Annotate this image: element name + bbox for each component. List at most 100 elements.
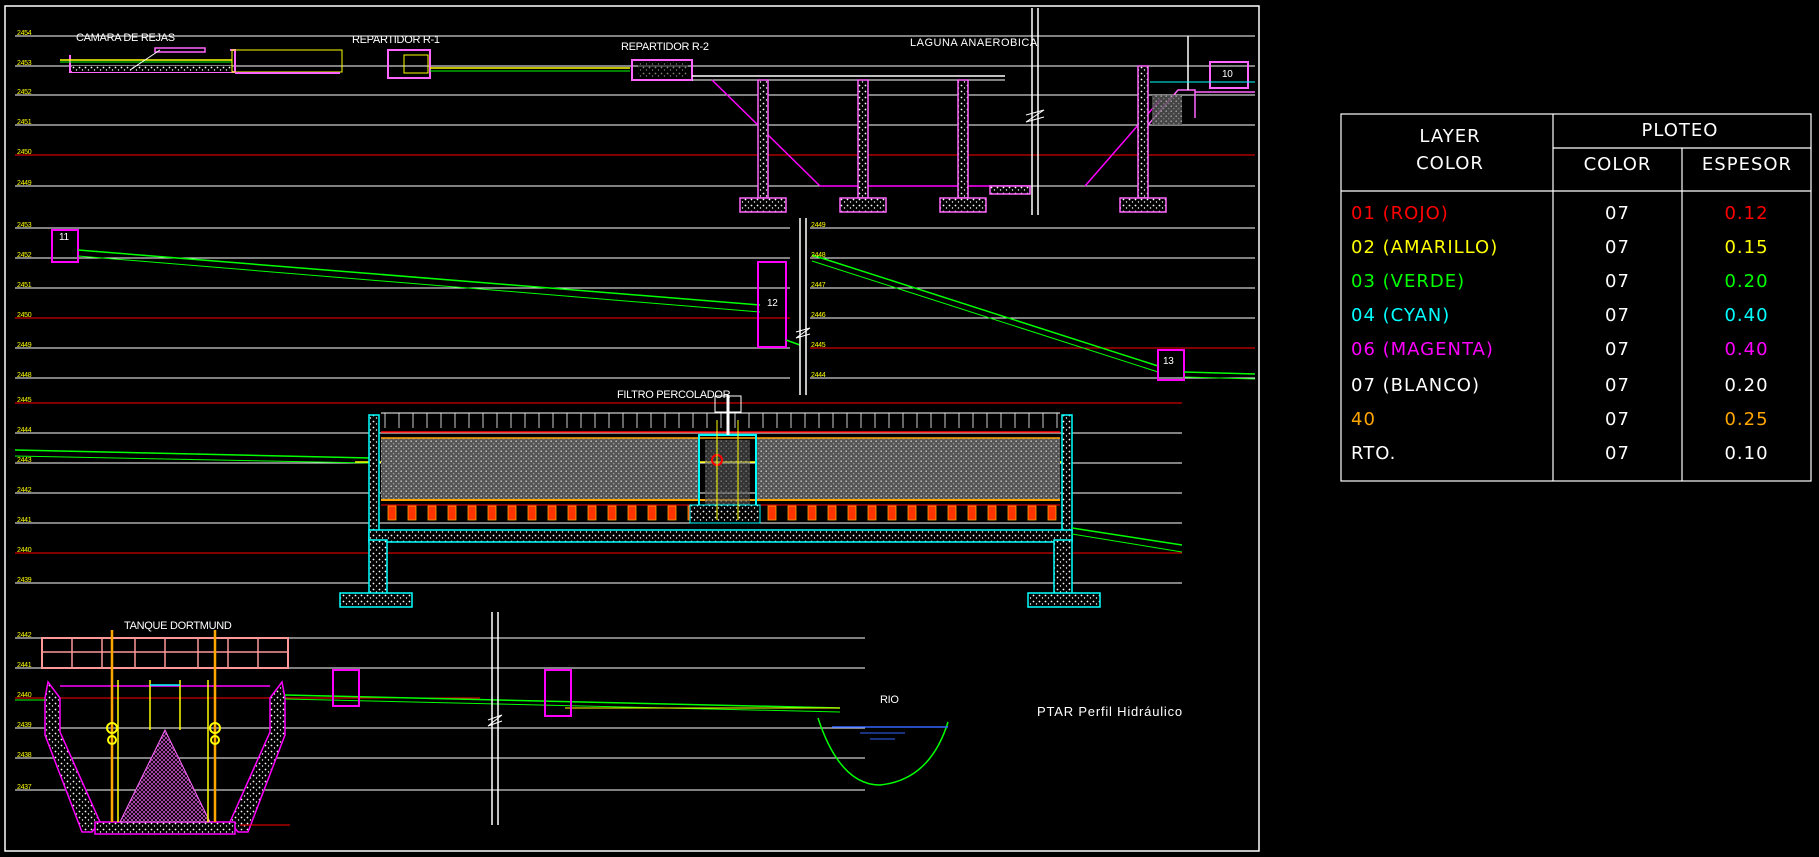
underdrain-block [967, 505, 977, 521]
elevation-label: 2440 [17, 692, 32, 699]
legend-layer-cell: 01 (ROJO) [1351, 203, 1449, 224]
elevation-label: 2452 [17, 252, 32, 259]
underdrain-block [1047, 505, 1057, 521]
elevation-label: 2451 [17, 119, 32, 126]
section-3-structures [14, 395, 1183, 608]
drawing-caption: PTAR Perfil Hidráulico [1037, 704, 1183, 719]
underdrain-block [447, 505, 457, 521]
section-4-grid [15, 637, 865, 791]
underdrain-block [827, 505, 837, 521]
underdrain-block [867, 505, 877, 521]
legend-espesor-cell: 0.20 [1724, 375, 1769, 396]
box-number-13: 13 [1163, 356, 1174, 367]
underdrain-block [487, 505, 497, 521]
elevation-label: 2440 [17, 547, 32, 554]
elevation-label: 2442 [17, 487, 32, 494]
label-camara-de-rejas: CAMARA DE REJAS [76, 32, 175, 44]
legend-layer-cell: 06 (MAGENTA) [1351, 339, 1494, 360]
elevation-label: 2444 [17, 427, 32, 434]
elevation-label: 2448 [811, 252, 826, 259]
legend-espesor-cell: 0.40 [1724, 339, 1769, 360]
elevation-label: 2445 [17, 397, 32, 404]
legend-color-cell: 07 [1605, 339, 1630, 360]
legend-espesor-cell: 0.15 [1724, 237, 1769, 258]
legend-layer-cell: 40 [1351, 409, 1376, 430]
underdrain-block [887, 505, 897, 521]
label-tanque-dortmund: TANQUE DORTMUND [124, 620, 232, 632]
legend-espesor-cell: 0.10 [1724, 443, 1769, 464]
legend-color-cell: 07 [1605, 271, 1630, 292]
elevation-label: 2448 [17, 372, 32, 379]
underdrain-block [467, 505, 477, 521]
legend-espesor-cell: 0.40 [1724, 305, 1769, 326]
underdrain-block [567, 505, 577, 521]
legend-layer-cell: 02 (AMARILLO) [1351, 237, 1499, 258]
elevation-label: 2446 [811, 312, 826, 319]
underdrain-block [527, 505, 537, 521]
elevation-label: 2449 [17, 180, 32, 187]
underdrain-block [1007, 505, 1017, 521]
section-1-grid [15, 35, 1255, 187]
elevation-label: 2453 [17, 222, 32, 229]
underdrain-block [907, 505, 917, 521]
underdrain-block [927, 505, 937, 521]
underdrain-block [647, 505, 657, 521]
underdrain-block [407, 505, 417, 521]
elevation-label: 2452 [17, 89, 32, 96]
elevation-label: 2451 [17, 282, 32, 289]
underdrain-block [1027, 505, 1037, 521]
legend-color-cell: 07 [1605, 375, 1630, 396]
elevation-label: 2454 [17, 30, 32, 37]
legend-layer-cell: RTO. [1351, 443, 1397, 464]
underdrain-block [507, 505, 517, 521]
box-number-12: 12 [767, 298, 778, 309]
elevation-label: 2453 [17, 60, 32, 67]
legend-espesor-cell: 0.12 [1724, 203, 1769, 224]
section-2-structures [51, 218, 1256, 395]
legend-color-cell: 07 [1605, 443, 1630, 464]
box-number-11: 11 [59, 232, 69, 243]
elevation-label: 2442 [17, 632, 32, 639]
box-number-10: 10 [1222, 69, 1233, 80]
legend-color-left-header: COLOR [1416, 153, 1484, 174]
legend-color-cell: 07 [1605, 237, 1630, 258]
legend-color-cell: 07 [1605, 203, 1630, 224]
elevation-label: 2447 [811, 282, 826, 289]
underdrain-block [607, 505, 617, 521]
underdrain-block [667, 505, 677, 521]
legend-espesor-header: ESPESOR [1701, 154, 1793, 175]
underdrain-block [987, 505, 997, 521]
underdrain-block [847, 505, 857, 521]
drawing-border [4, 5, 1260, 852]
section-2-grid [15, 227, 1255, 379]
section-1-structures [60, 8, 1255, 215]
elevation-label: 2438 [17, 752, 32, 759]
elevation-label: 2449 [811, 222, 826, 229]
label-laguna-anaerobica: LAGUNA ANAEROBICA [910, 37, 1038, 49]
elevation-label: 2439 [17, 577, 32, 584]
elevation-label: 2441 [17, 662, 32, 669]
legend-layer-cell: 03 (VERDE) [1351, 271, 1466, 292]
label-repartidor-r2: REPARTIDOR R-2 [621, 41, 709, 53]
elevation-label: 2437 [17, 784, 32, 791]
underdrain-block [807, 505, 817, 521]
section-4-structures [15, 612, 949, 835]
label-repartidor-r1: REPARTIDOR R-1 [352, 34, 440, 46]
elevation-label: 2450 [17, 149, 32, 156]
elevation-label: 2445 [811, 342, 826, 349]
elevation-label: 2449 [17, 342, 32, 349]
underdrain-block [767, 505, 777, 521]
legend-layer-header: LAYER [1419, 126, 1481, 147]
legend-color-cell: 07 [1605, 305, 1630, 326]
elevation-label: 2444 [811, 372, 826, 379]
underdrain-block [947, 505, 957, 521]
underdrain-block [547, 505, 557, 521]
elevation-label: 2441 [17, 517, 32, 524]
underdrain-block [587, 505, 597, 521]
legend-layer-cell: 04 (CYAN) [1351, 305, 1451, 326]
underdrain-block [627, 505, 637, 521]
label-rio: RIO [880, 694, 899, 706]
underdrain-block [427, 505, 437, 521]
legend-color-cell: 07 [1605, 409, 1630, 430]
